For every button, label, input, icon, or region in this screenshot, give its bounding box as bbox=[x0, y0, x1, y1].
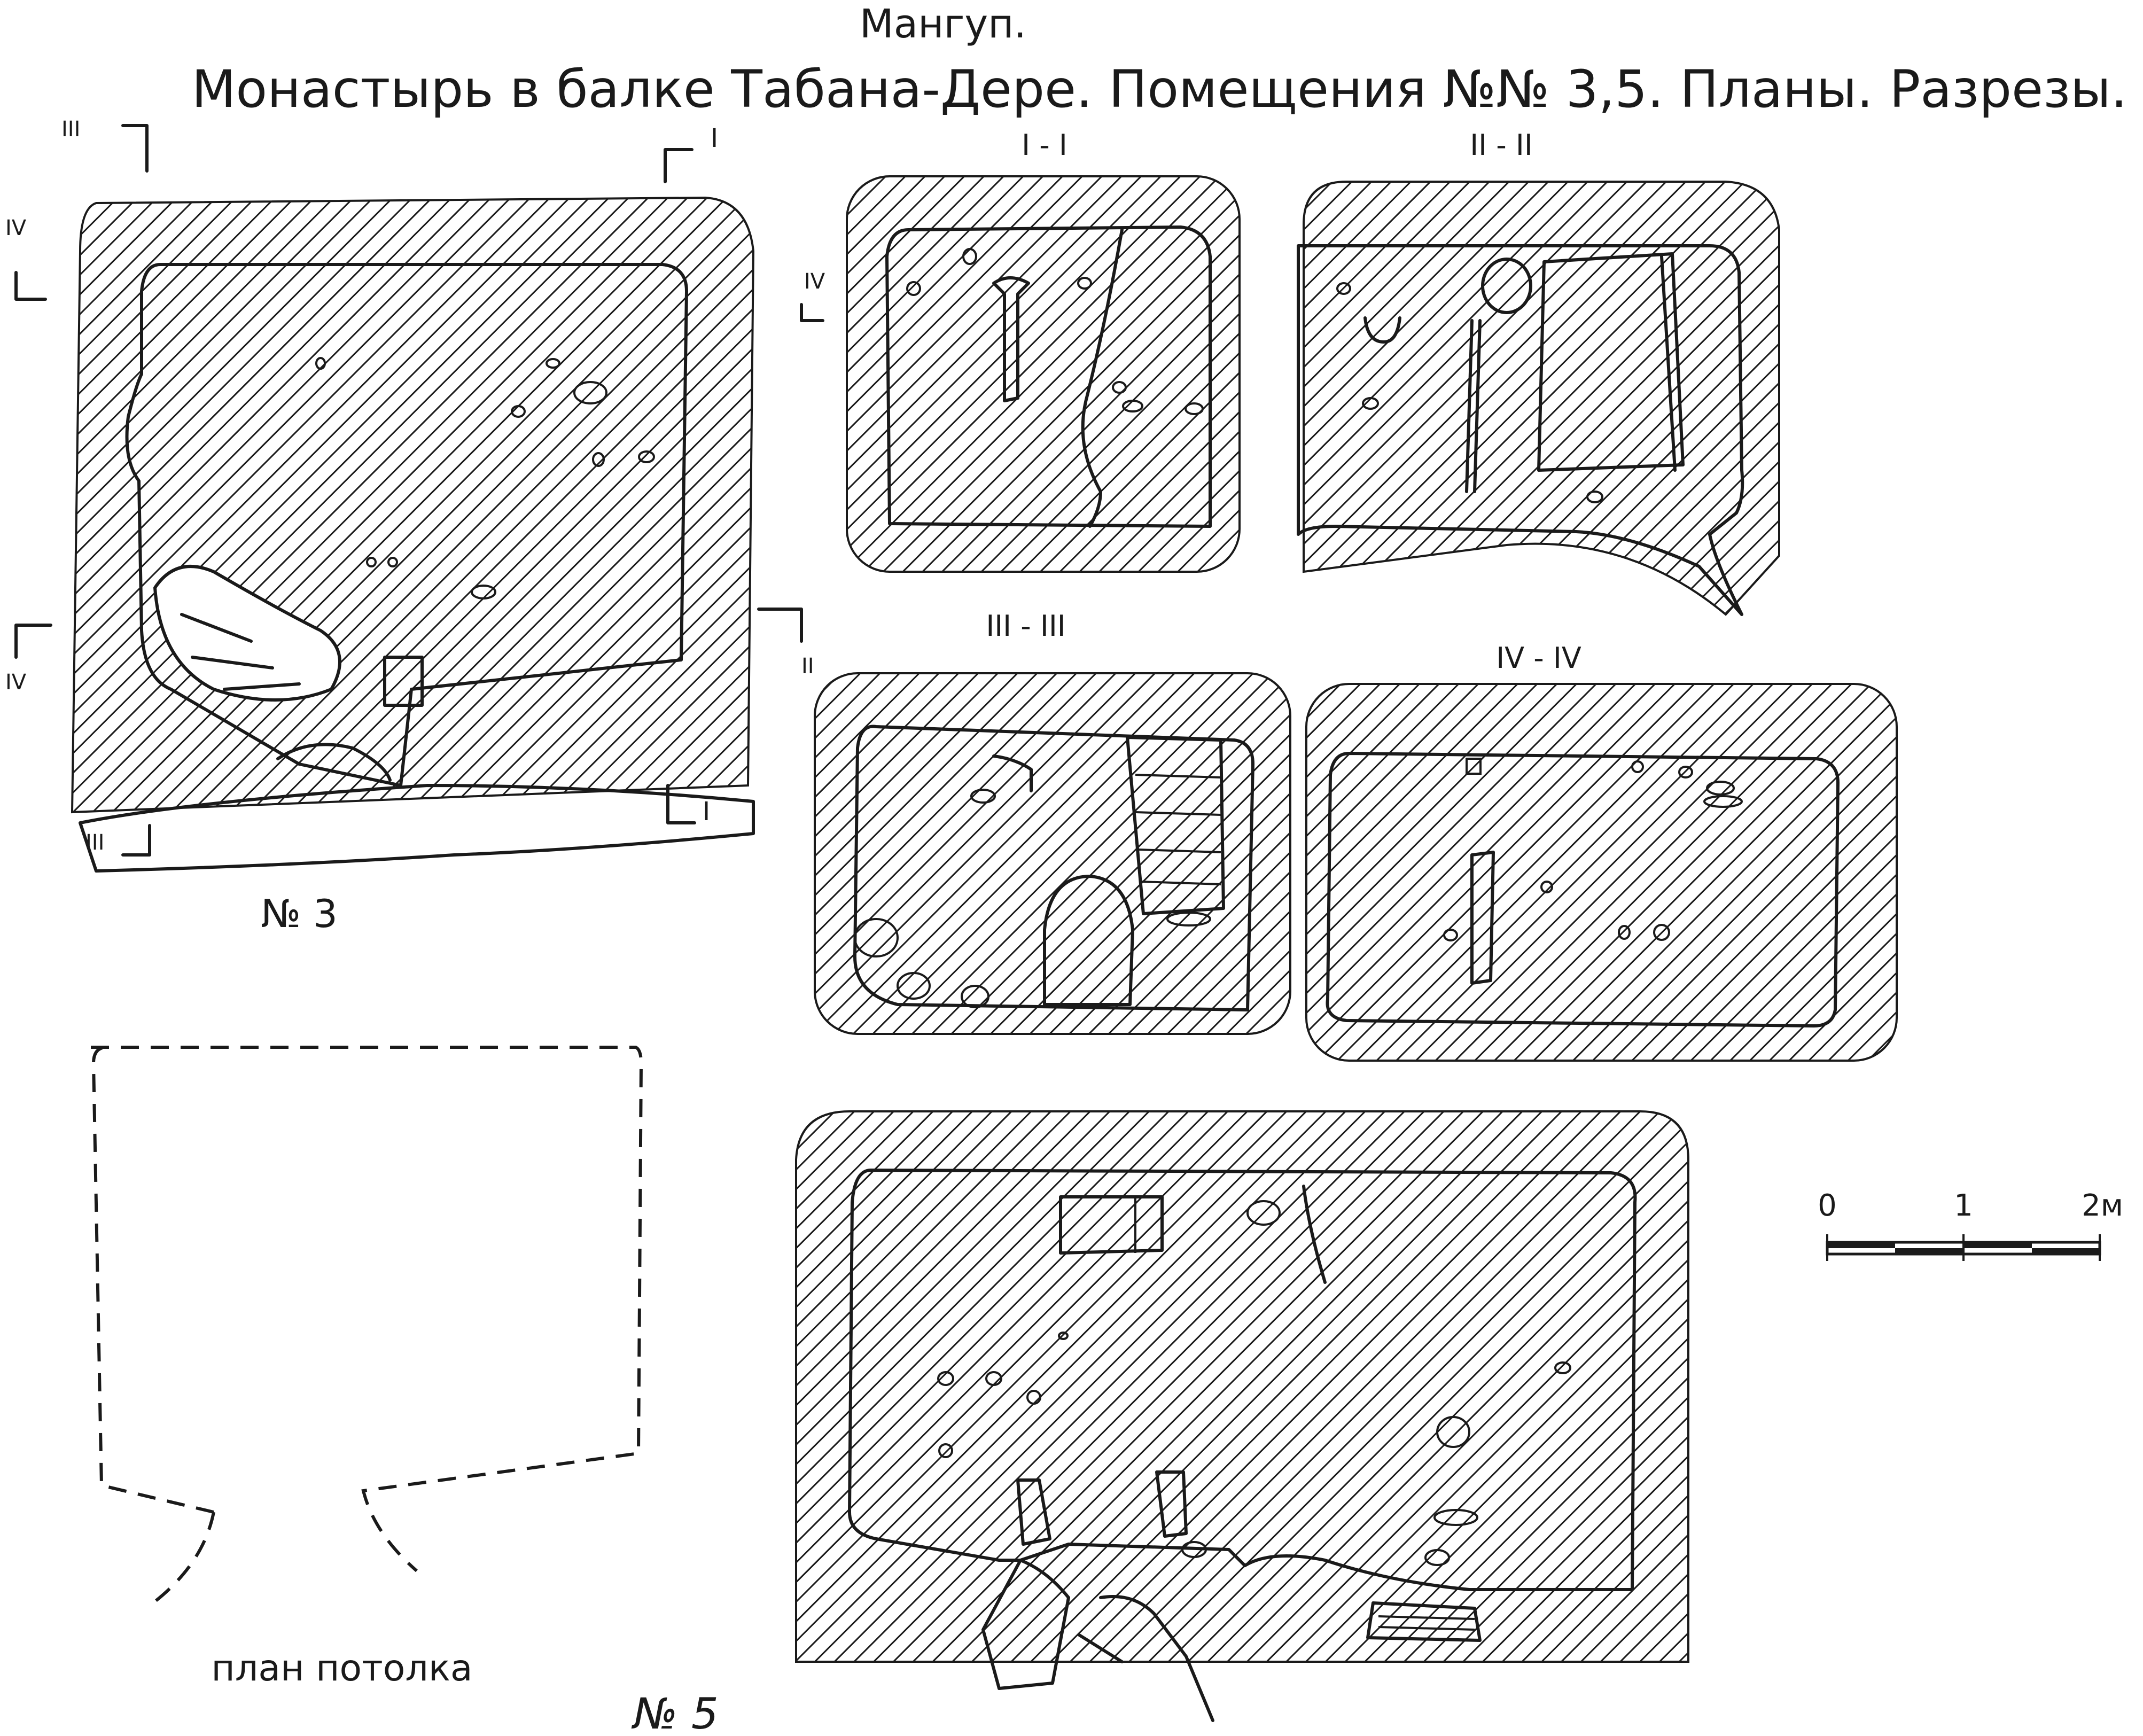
section-I-I-rock bbox=[846, 175, 1241, 573]
section-II-II-interior bbox=[1297, 244, 1744, 616]
section-IV-IV-rock bbox=[1305, 683, 1898, 1062]
section-I-I-niche bbox=[992, 276, 1030, 402]
section-III-III-rock bbox=[814, 672, 1291, 1035]
section-III-III-stair-steps bbox=[1135, 774, 1221, 885]
scale-tick-1: 1 bbox=[1954, 1188, 1973, 1223]
section-III-III: III - III II bbox=[757, 608, 1291, 1035]
section-IV-IV-beam bbox=[1470, 851, 1495, 985]
section-markers-room3 bbox=[14, 124, 696, 857]
section-IV-IV-holes bbox=[1443, 758, 1743, 941]
section-IV-IV: IV - IV bbox=[1305, 641, 1898, 1062]
section-II-II-crack bbox=[1660, 255, 1677, 472]
room-5-threshold bbox=[1366, 1601, 1482, 1642]
room-5-pillar-right bbox=[1155, 1470, 1188, 1538]
room-3-plan: I III IV IV I III № 3 bbox=[5, 117, 755, 936]
room-3-label: № 3 bbox=[261, 891, 338, 936]
section-I-I-label: I - I bbox=[1022, 128, 1067, 162]
room-5-threshold-lines bbox=[1378, 1615, 1475, 1631]
section-III-III-holes bbox=[854, 789, 1211, 1008]
ceiling-plan-outline bbox=[91, 1046, 643, 1607]
room-3-interior bbox=[125, 263, 688, 787]
section-II-II: II - II bbox=[1297, 128, 1780, 616]
section-I-I-fissure bbox=[1081, 228, 1124, 528]
room-3-features bbox=[315, 357, 655, 600]
marker-IV-left: IV bbox=[5, 216, 27, 240]
section-II-II-arch bbox=[1363, 316, 1401, 344]
room-5-pillar-left bbox=[1016, 1478, 1051, 1546]
scale-tick-0: 0 bbox=[1818, 1188, 1837, 1223]
scale-tick-2: 2м bbox=[2082, 1188, 2123, 1223]
section-III-III-arch-niche bbox=[1043, 875, 1134, 1006]
room-5-rock-hatch bbox=[795, 1110, 1689, 1663]
section-III-III-stair bbox=[1126, 736, 1225, 915]
room-5-crack bbox=[1302, 1185, 1327, 1284]
section-II-II-holes bbox=[1336, 282, 1603, 503]
room-5-plan: № 5 bbox=[631, 1110, 1689, 1736]
marker-II-mid-label: II bbox=[801, 654, 814, 679]
section-I-I: I - I IV bbox=[800, 128, 1241, 573]
section-II-II-beam bbox=[1465, 319, 1482, 493]
section-II-II-wall-block bbox=[1537, 252, 1685, 472]
marker-IV-mid bbox=[800, 303, 824, 322]
marker-III-top: III bbox=[61, 117, 80, 142]
room-5-entrance-cuts bbox=[1078, 1595, 1214, 1722]
marker-IV-left-low: IV bbox=[5, 670, 27, 695]
room-3-rock-hatch bbox=[71, 196, 755, 814]
scale-bar: 0 1 2м bbox=[1818, 1188, 2123, 1261]
ceiling-plan: план потолка bbox=[91, 1046, 643, 1690]
section-IV-IV-label: IV - IV bbox=[1496, 641, 1581, 675]
marker-II-mid bbox=[757, 608, 803, 643]
room-3-steps bbox=[153, 565, 424, 782]
room-5-bench bbox=[1059, 1195, 1164, 1255]
section-II-II-label: II - II bbox=[1470, 128, 1533, 162]
marker-I-bottom: I bbox=[703, 797, 710, 827]
section-IV-IV-interior bbox=[1326, 752, 1840, 1027]
section-I-I-interior bbox=[885, 225, 1212, 528]
section-III-III-ledge bbox=[992, 754, 1033, 792]
place-title: Мангуп. bbox=[860, 1, 1026, 47]
ceiling-plan-label: план потолка bbox=[211, 1647, 472, 1690]
room-5-interior bbox=[848, 1169, 1637, 1591]
section-III-III-interior bbox=[853, 725, 1254, 1011]
marker-III-bottom: III bbox=[85, 830, 104, 855]
marker-IV-mid-label: IV bbox=[804, 269, 825, 294]
marker-I-top: I bbox=[711, 123, 718, 153]
room-3-corridor bbox=[79, 784, 755, 873]
section-II-II-round-hole bbox=[1481, 258, 1532, 314]
room-5-entrance-steps bbox=[981, 1559, 1070, 1690]
section-III-III-label: III - III bbox=[986, 609, 1065, 643]
room-5-label: № 5 bbox=[631, 1689, 719, 1736]
section-I-I-holes bbox=[906, 248, 1204, 415]
sheet-title: Монастырь в балке Табана-Дере. Помещения… bbox=[192, 59, 2128, 119]
room-5-holes bbox=[937, 1200, 1571, 1566]
